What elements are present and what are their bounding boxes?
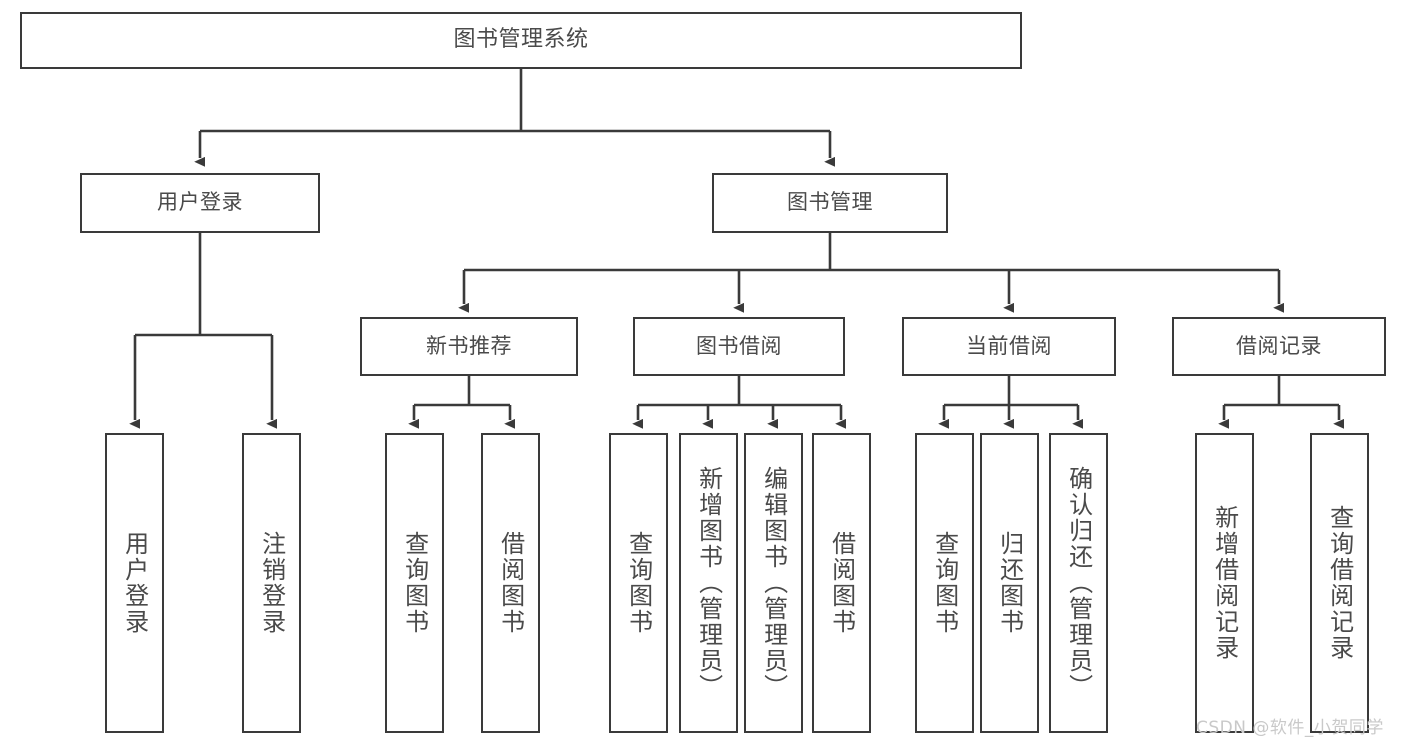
node-book-borrow[interactable]: 图书借阅 [633,317,845,376]
node-current-borrow[interactable]: 当前借阅 [902,317,1116,376]
node-leaf-query-record-label: 查询借阅记录 [1325,505,1354,661]
node-leaf-borrow-book-2[interactable]: 借阅图书 [812,433,871,733]
node-borrow-record-label: 借阅记录 [1236,333,1322,358]
node-leaf-query-book-1[interactable]: 查询图书 [385,433,444,733]
node-leaf-query-book-1-label: 查询图书 [400,531,429,635]
node-leaf-edit-book[interactable]: 编辑图书（管理员） [744,433,803,733]
node-leaf-borrow-book-2-label: 借阅图书 [827,531,856,635]
node-leaf-query-book-3[interactable]: 查询图书 [915,433,974,733]
node-leaf-add-record[interactable]: 新增借阅记录 [1195,433,1254,733]
node-leaf-add-record-label: 新增借阅记录 [1210,505,1239,661]
node-leaf-logout-login[interactable]: 注销登录 [242,433,301,733]
node-leaf-query-book-2[interactable]: 查询图书 [609,433,668,733]
node-book-borrow-label: 图书借阅 [696,333,782,358]
node-user-login-label: 用户登录 [157,190,243,215]
node-user-login[interactable]: 用户登录 [80,173,320,233]
node-leaf-edit-book-label: 编辑图书（管理员） [759,466,788,700]
node-leaf-add-book-label: 新增图书（管理员） [694,466,723,700]
node-leaf-logout-login-label: 注销登录 [257,531,286,635]
node-current-borrow-label: 当前借阅 [966,333,1052,358]
node-leaf-borrow-book-1[interactable]: 借阅图书 [481,433,540,733]
node-leaf-return-book-label: 归还图书 [995,531,1024,635]
node-leaf-borrow-book-1-label: 借阅图书 [496,531,525,635]
node-root[interactable]: 图书管理系统 [20,12,1022,69]
node-leaf-query-book-2-label: 查询图书 [624,531,653,635]
node-book-manage[interactable]: 图书管理 [712,173,948,233]
node-leaf-user-login-label: 用户登录 [120,531,149,635]
node-leaf-confirm-return[interactable]: 确认归还（管理员） [1049,433,1108,733]
node-root-label: 图书管理系统 [453,27,589,53]
node-new-book-rec[interactable]: 新书推荐 [360,317,578,376]
node-leaf-add-book[interactable]: 新增图书（管理员） [679,433,738,733]
node-leaf-query-record[interactable]: 查询借阅记录 [1310,433,1369,733]
node-leaf-confirm-return-label: 确认归还（管理员） [1064,466,1093,700]
watermark-text: CSDN @软件_小贺同学 [1196,718,1384,738]
node-book-manage-label: 图书管理 [787,190,873,215]
node-leaf-query-book-3-label: 查询图书 [930,531,959,635]
node-new-book-rec-label: 新书推荐 [426,333,512,358]
node-leaf-user-login[interactable]: 用户登录 [105,433,164,733]
node-leaf-return-book[interactable]: 归还图书 [980,433,1039,733]
node-borrow-record[interactable]: 借阅记录 [1172,317,1386,376]
